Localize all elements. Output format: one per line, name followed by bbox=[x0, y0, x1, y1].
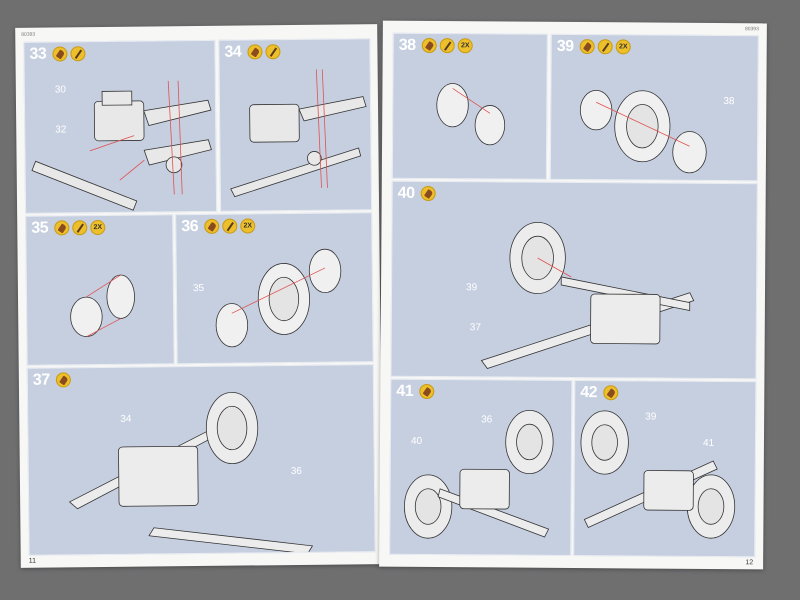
step-34-panel: 34 bbox=[218, 38, 373, 212]
rear-wheels-drawing bbox=[580, 410, 736, 539]
step-38-panel: 38 2X bbox=[391, 32, 548, 180]
wheel-hub-drawing bbox=[70, 274, 135, 337]
left-instruction-page: 80393 33 30 32 34 bbox=[15, 24, 383, 568]
step-40-panel: 40 39 37 bbox=[390, 180, 758, 380]
step-33-panel: 33 30 32 bbox=[23, 39, 218, 214]
step-36-panel: 36 2X 35 bbox=[175, 212, 374, 365]
page-number: 11 bbox=[28, 557, 37, 565]
chassis-wheel-drawing bbox=[480, 221, 695, 369]
kit-code: 80393 bbox=[21, 31, 36, 38]
tire-assembly-drawing bbox=[215, 248, 342, 348]
step-37-panel: 37 34 36 bbox=[26, 364, 376, 556]
frame-drawing bbox=[230, 69, 367, 198]
step-42-panel: 42 39 41 bbox=[573, 380, 757, 558]
wheel-hub-drawing bbox=[436, 83, 506, 146]
rear-wheels-drawing bbox=[403, 409, 554, 539]
chassis-spare-wheel-drawing bbox=[68, 391, 314, 555]
tire-assembly-drawing bbox=[579, 89, 707, 174]
right-instruction-page: 80393 38 2X 39 2X 38 bbox=[379, 20, 767, 570]
step-41-panel: 41 36 40 bbox=[389, 378, 573, 556]
page-number: 12 bbox=[745, 559, 754, 567]
step-39-panel: 39 2X 38 bbox=[549, 33, 759, 182]
kit-code: 80393 bbox=[744, 26, 759, 33]
engine-frame-drawing bbox=[31, 80, 212, 211]
step-35-panel: 35 2X bbox=[25, 214, 175, 366]
